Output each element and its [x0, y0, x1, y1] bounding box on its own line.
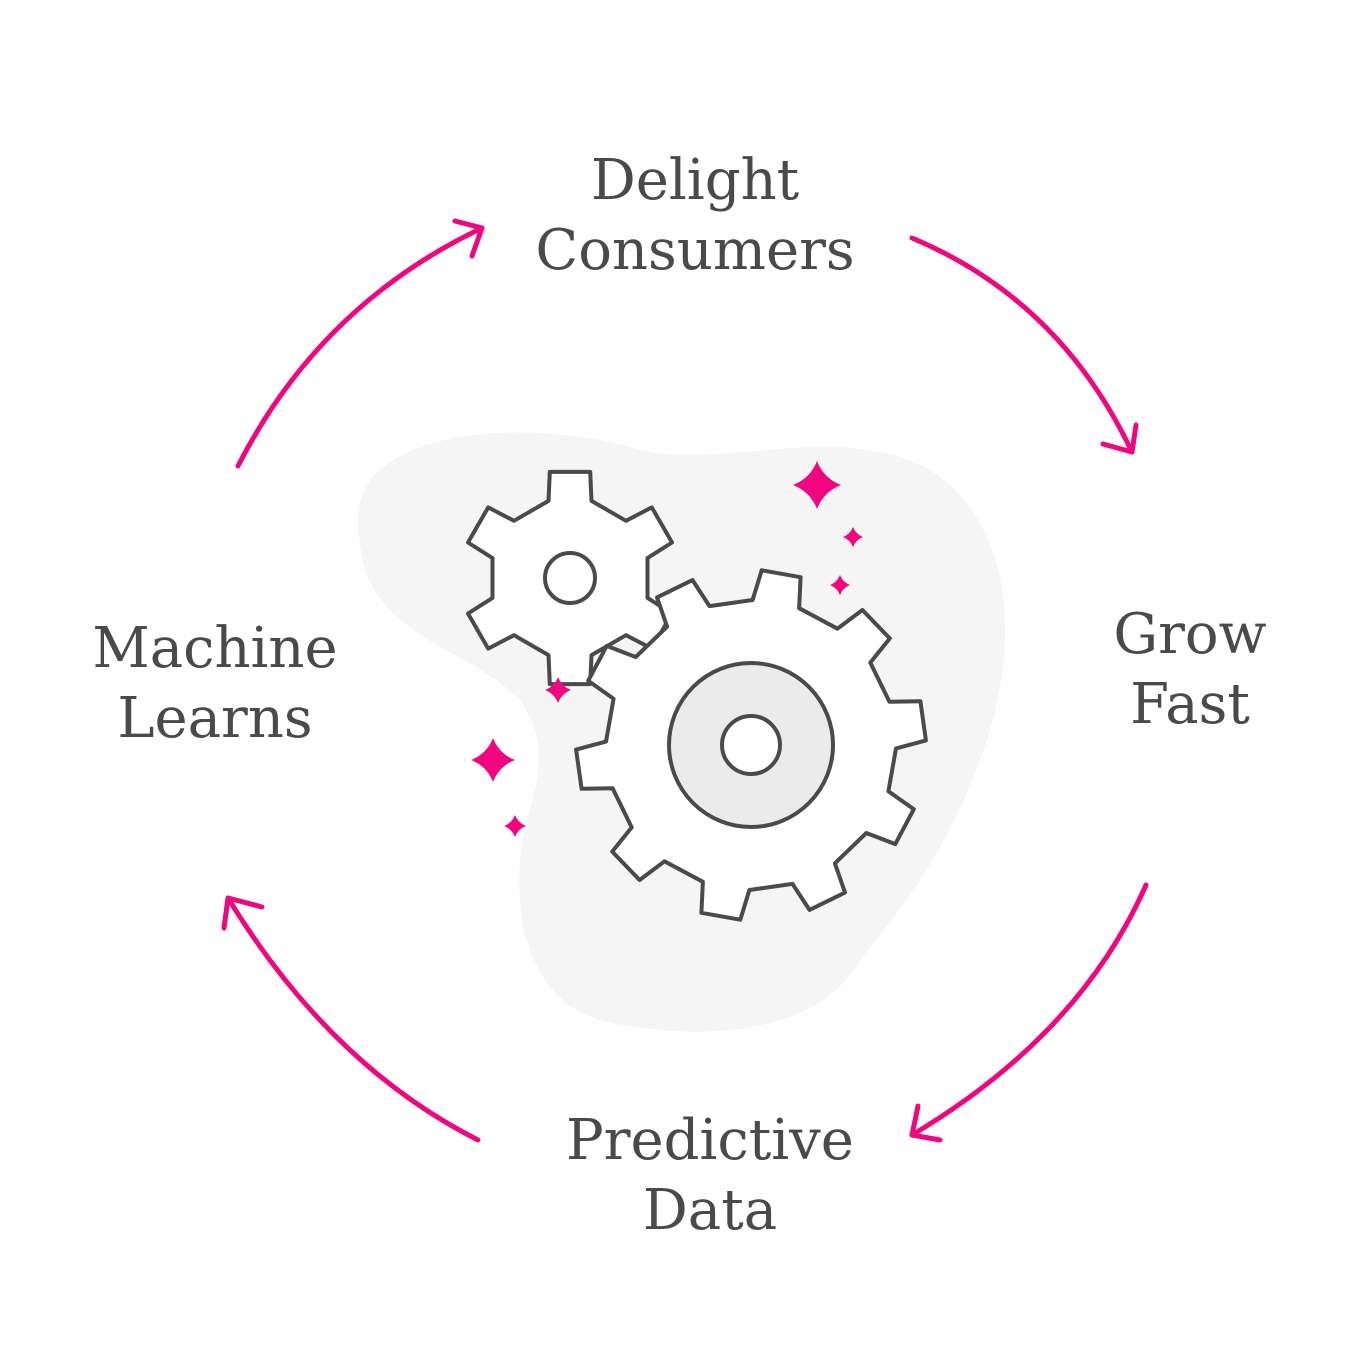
sparkle-icon [545, 677, 571, 703]
stage-label-line: Delight [590, 148, 800, 213]
arrow-to-delight-consumers [235, 225, 485, 469]
sparkle-icon [471, 738, 515, 782]
stage-label-machine-learns: Machine Learns [75, 614, 355, 754]
sparkle-icon [830, 575, 850, 595]
gears-illustration [466, 469, 928, 922]
stage-label-line: Fast [1130, 672, 1250, 737]
arrow-to-grow-fast [909, 235, 1135, 455]
sparkle-icon [843, 527, 863, 547]
sparkles [471, 461, 863, 837]
arrowhead-machine-learns [221, 895, 265, 931]
small-gear-hole [543, 551, 597, 605]
stage-label-grow-fast: Grow Fast [1080, 600, 1300, 740]
stage-label-line: Consumers [535, 218, 855, 283]
arrow-to-predictive-data [909, 882, 1149, 1138]
stage-label-predictive-data: Predictive Data [540, 1106, 880, 1246]
sparkle-icon [793, 461, 841, 509]
stage-label-delight-consumers: Delight Consumers [520, 146, 870, 286]
arrowhead-delight-consumers [452, 218, 485, 259]
arrow-to-machine-learns [225, 895, 481, 1143]
stage-label-line: Grow [1113, 602, 1267, 667]
stage-label-line: Predictive [566, 1108, 854, 1173]
sparkle-icon [504, 815, 526, 837]
arrowhead-predictive-data [909, 1103, 943, 1143]
arrowhead-grow-fast [1100, 422, 1139, 455]
large-gear-hole [720, 714, 782, 776]
stage-label-line: Machine [92, 616, 338, 681]
stage-label-line: Learns [117, 686, 313, 751]
cycle-arrows [221, 218, 1149, 1143]
stage-label-line: Data [642, 1178, 778, 1243]
